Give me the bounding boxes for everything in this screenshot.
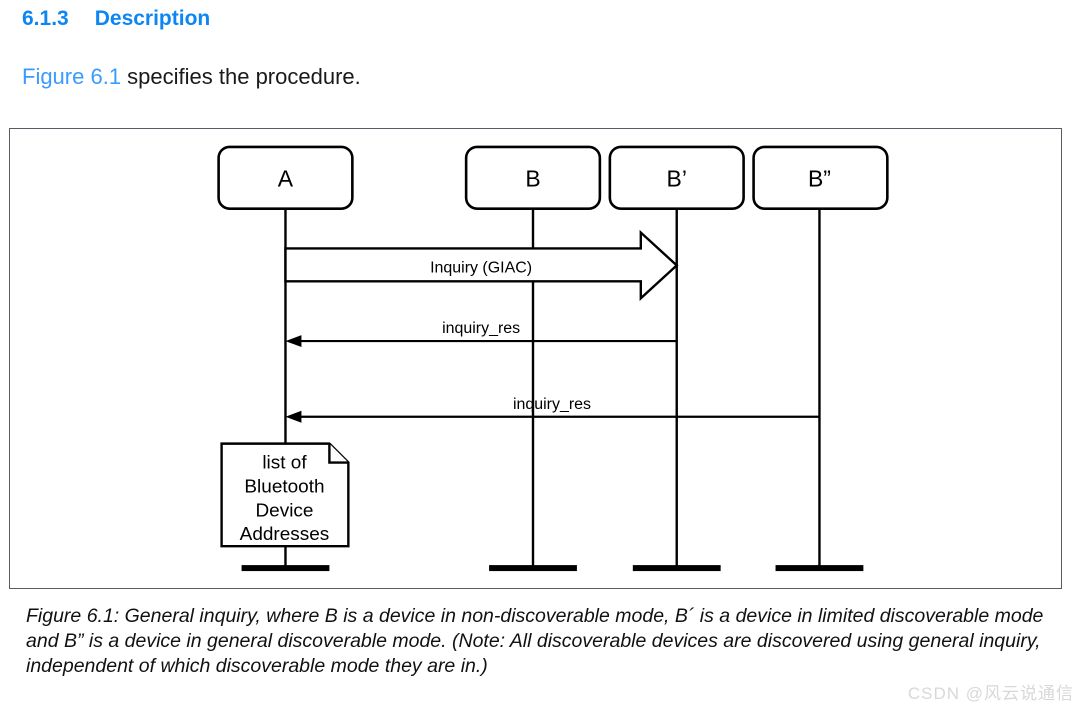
arrowhead-inquiry-res-2 (285, 410, 302, 423)
arrowhead-inquiry-res-1 (285, 335, 302, 348)
section-title: Description (94, 7, 211, 30)
intro-paragraph-rest: specifies the procedure. (121, 64, 361, 89)
message-label-inquiry-res-2: inquiry_res (513, 396, 591, 413)
figure-frame: A B B’ B” Inquiry (GIAC) inquiry_res inq… (9, 128, 1062, 589)
sequence-diagram: A B B’ B” Inquiry (GIAC) inquiry_res inq… (217, 145, 889, 572)
terminator-bar-Bpp (775, 565, 864, 572)
note-line-4: Addresses (240, 524, 330, 545)
note-folded-corner (328, 443, 349, 464)
terminator-bar-B (489, 565, 577, 572)
message-label-inquiry-giac: Inquiry (GIAC) (430, 259, 532, 276)
note-line-1: list of (262, 453, 307, 474)
actor-label-B: B (525, 166, 540, 192)
message-label-inquiry-res-1: inquiry_res (442, 320, 520, 337)
section-number: 6.1.3 (22, 7, 69, 30)
figure-cross-reference-link[interactable]: Figure 6.1 (22, 64, 122, 89)
actor-box-A (217, 145, 354, 210)
intro-paragraph: Figure 6.1 specifies the procedure. (22, 64, 361, 90)
note-line-3: Device (255, 500, 313, 521)
terminator-bar-Bp (632, 565, 721, 572)
block-arrow-shape (284, 229, 679, 301)
lifeline-terminators (241, 565, 864, 572)
figure-caption: Figure 6.1: General inquiry, where B is … (26, 605, 1044, 677)
actor-label-A: A (278, 166, 294, 192)
note-outline (220, 442, 350, 548)
note-line-2: Bluetooth (244, 476, 324, 497)
csdn-watermark: CSDN @风云说通信 (907, 684, 1074, 703)
actor-box-Bp (608, 145, 745, 210)
actor-label-Bp: B’ (667, 166, 687, 192)
message-block-arrow-inquiry-giac: Inquiry (GIAC) (284, 229, 679, 301)
message-arrow-inquiry-res-1: inquiry_res (285, 320, 677, 348)
terminator-bar-A (241, 565, 330, 572)
actor-label-Bpp: B” (808, 166, 831, 192)
actor-box-B (464, 145, 602, 210)
note-document-shape: list of Bluetooth Device Addresses (220, 442, 350, 548)
actor-box-Bpp (752, 145, 889, 210)
message-arrow-inquiry-res-2: inquiry_res (285, 396, 820, 423)
actor-boxes (217, 145, 889, 210)
section-heading: 6.1.3 Description (22, 7, 210, 31)
